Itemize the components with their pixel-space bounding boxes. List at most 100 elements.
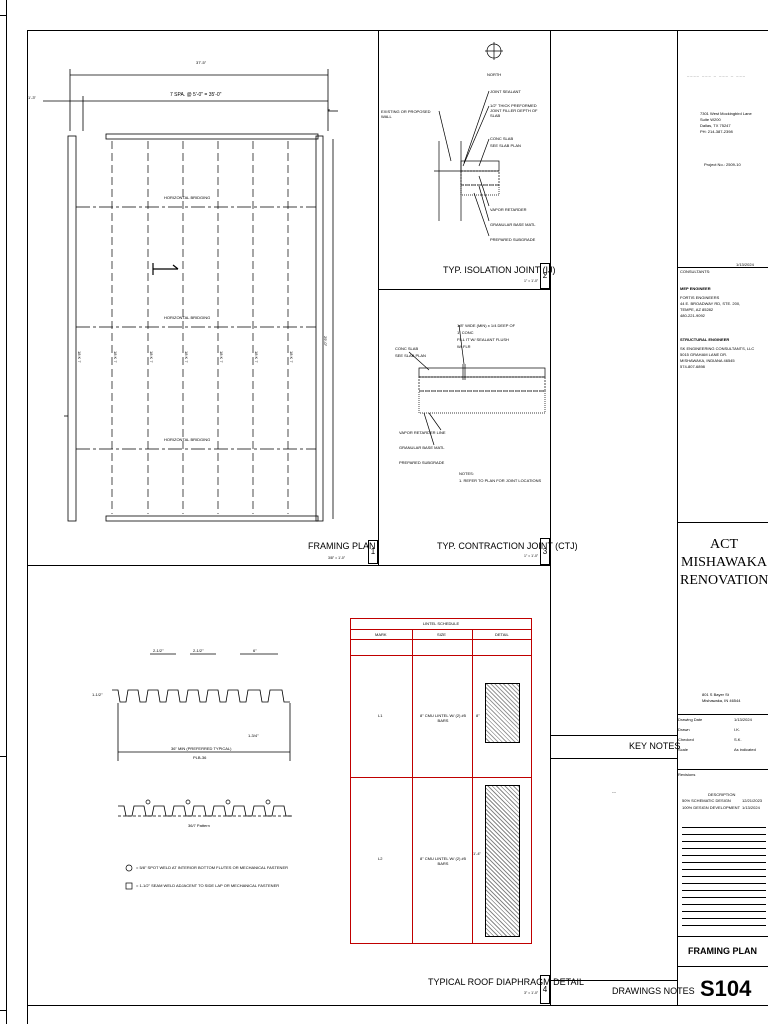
structural-line: 574-807-6898 [680, 364, 705, 369]
lintel-dim: 1'-4" [473, 851, 481, 856]
lintel-mark: L2 [378, 856, 383, 861]
title-block: ____ ___ _ ___ _ ___ 7301 West Mockingbi… [678, 31, 768, 1005]
roof-deck-drawing [112, 653, 292, 890]
detail-note: PREPARED SUBGRADE [490, 237, 536, 242]
overall-dimension: 37'-5" [196, 60, 207, 65]
view-scale: 3" = 1'-0" [524, 991, 539, 995]
col-header-size: SIZE [437, 632, 446, 637]
description-header: DESCRIPTION [708, 792, 736, 797]
revisions-label: Revisions [678, 772, 696, 777]
meta-value: S.K. [734, 737, 742, 742]
structural-line: SK ENGINEERING CONSULTANTS, LLC [680, 346, 755, 351]
isolation-joint-view: NORTH EXISTING OR PROPOSED WALL JOINT SE… [379, 31, 556, 289]
revision-desc: 100% DESIGN DEVELOPMENT [682, 805, 741, 810]
firm-address: Dallas, TX 75247 [700, 123, 731, 128]
height-dimension: 29'-0" [323, 336, 328, 347]
lintel-detail-l2 [485, 785, 520, 937]
lintel-dim: 8" [476, 713, 480, 718]
meta-label: Drawn [678, 727, 690, 732]
key-notes-body: --- [612, 789, 616, 794]
schedule-title: LINTEL SCHEDULE [422, 621, 460, 626]
mep-title: MEP ENGINEER [680, 286, 711, 291]
view-scale: 3/8" = 1'-0" [328, 556, 346, 560]
structural-title: STRUCTURAL ENGINEER [680, 337, 730, 342]
detail-note: SEE SLAB PLAN [490, 143, 521, 148]
view-number: 4 [542, 985, 548, 994]
detail-note: W/ FLR [457, 344, 471, 349]
key-notes-title: KEY NOTES [629, 741, 681, 751]
view-number: 1 [370, 547, 376, 556]
mep-line: TEMPE, AZ 85282 [680, 307, 714, 312]
joist-label: 18 K 7 [149, 351, 154, 363]
joist-label: 18 K 7 [254, 351, 259, 363]
lintel-size: 8" CMU LINTEL W/ (2) #5 BARS [420, 713, 466, 723]
project-number: Project No.: 2509-10 [704, 162, 741, 167]
project-name: ACT MISHAWAKA RENOVATION [680, 537, 768, 588]
contraction-joint-view: 1/8" WIDE (MIN) x 1/4 DEEP OF 1" CONC FI… [379, 290, 578, 565]
sheet-number: S104 [700, 976, 752, 1001]
roof-diaphragm-view: 2-1/2" 2-1/2" 6" 1-1/2" 1-3/4" 36" MIN (… [28, 566, 584, 1005]
framing-plan-drawing [43, 69, 338, 522]
sheet-title: FRAMING PLAN [688, 946, 757, 956]
bridging-label-1: HORIZONTAL BRIDGING [164, 195, 211, 200]
mep-line: 44 E. BROADWAY RD, STE. 200, [680, 301, 741, 306]
detail-note: PREPARED SUBGRADE [399, 460, 445, 465]
lintel-detail-l1 [485, 683, 520, 743]
detail-note: SEE SLAB PLAN [395, 353, 426, 358]
weld-pattern: 36/7 Pattern [188, 823, 210, 828]
joist-label: 18 K 7 [184, 351, 189, 363]
deck-depth: 1-1/2" [92, 692, 103, 697]
note-text: 1. REFER TO PLAN FOR JOINT LOCATIONS [459, 478, 542, 483]
bridging-label-3: HORIZONTAL BRIDGING [164, 437, 211, 442]
project-address: 801 S Bayer St [702, 692, 729, 697]
view-scale: 1" = 1'-0" [524, 554, 539, 558]
revision-desc: 50% SCHEMATIC DESIGN [682, 798, 731, 803]
mep-line: FORTIS ENGINEERS [680, 295, 720, 300]
lintel-size: 8" CMU LINTEL W/ (2) #5 BARS [420, 856, 466, 866]
meta-value: As indicated [734, 747, 756, 752]
view-number: 2 [542, 271, 548, 280]
firm-address: Suite W200 [700, 117, 721, 122]
joist-label: 18 K 7 [77, 351, 82, 363]
legend-seam-weld: = 1-1/2" SEAM WELD ADJACENT TO SIDE LAP … [136, 883, 280, 888]
structural-line: 5015 GRAHAM LANE DR. [680, 352, 728, 357]
contraction-joint-drawing [408, 324, 546, 446]
meta-value: I.K. [734, 727, 741, 732]
bridging-label-2: HORIZONTAL BRIDGING [164, 315, 211, 320]
meta-label: Drawing Date [678, 717, 703, 722]
deck-dimension: 2-1/2" [193, 648, 204, 653]
joist-label: 18 K 7 [113, 351, 118, 363]
col-header-mark: MARK [375, 632, 387, 637]
meta-value: 1/13/2024 [734, 717, 752, 722]
detail-note: 1/2" THICK PREFORMED JOINT FILLER DEPTH … [490, 103, 538, 118]
detail-note: JOINT SEALANT [490, 89, 521, 94]
detail-note: GRANULAR BASE MATL [399, 445, 445, 450]
detail-note: CONC SLAB [395, 346, 419, 351]
structural-line: MISHAWAKA, INDIANA 46545 [680, 358, 735, 363]
view-scale: 1" = 1'-0" [524, 279, 539, 283]
drawing-notes-title: DRAWINGS NOTES [612, 986, 695, 996]
consultants-label: CONSULTANTS: [680, 269, 711, 274]
view-number-box: 3 [540, 538, 550, 565]
revision-date: 1/13/2024 [742, 805, 760, 810]
view-number-box: 4 [540, 975, 550, 1004]
view-title: TYP. CONTRACTION JOINT (CTJ) [437, 541, 578, 551]
view-number-box: 1 [368, 540, 378, 564]
detail-note: FILL IT W/ SEALANT FLUSH [457, 337, 509, 342]
right-top-dimension: 8" [326, 107, 331, 111]
detail-note: GRANULAR BASE MATL [490, 222, 536, 227]
detail-note: 1/8" WIDE (MIN) x 1/4 DEEP OF [457, 323, 516, 328]
view-title: FRAMING PLAN [308, 541, 376, 551]
col-header-detail: DETAIL [495, 632, 509, 637]
wall-note: EXISTING OR PROPOSED WALL [381, 109, 431, 119]
side-lap: 1-3/4" [248, 733, 259, 738]
detail-note: 1" CONC [457, 330, 474, 335]
deck-dimension: 6" [253, 648, 257, 653]
notes-heading: NOTES: [459, 471, 474, 476]
lintel-mark: L1 [378, 713, 383, 718]
isolation-joint-drawing [434, 42, 503, 237]
firm-logo: ____ ___ _ ___ _ ___ [687, 72, 746, 77]
joist-label: 18 K 7 [289, 351, 294, 363]
view-title: TYP. ISOLATION JOINT (IJ) [443, 265, 556, 275]
view-number-box: 2 [540, 263, 550, 289]
